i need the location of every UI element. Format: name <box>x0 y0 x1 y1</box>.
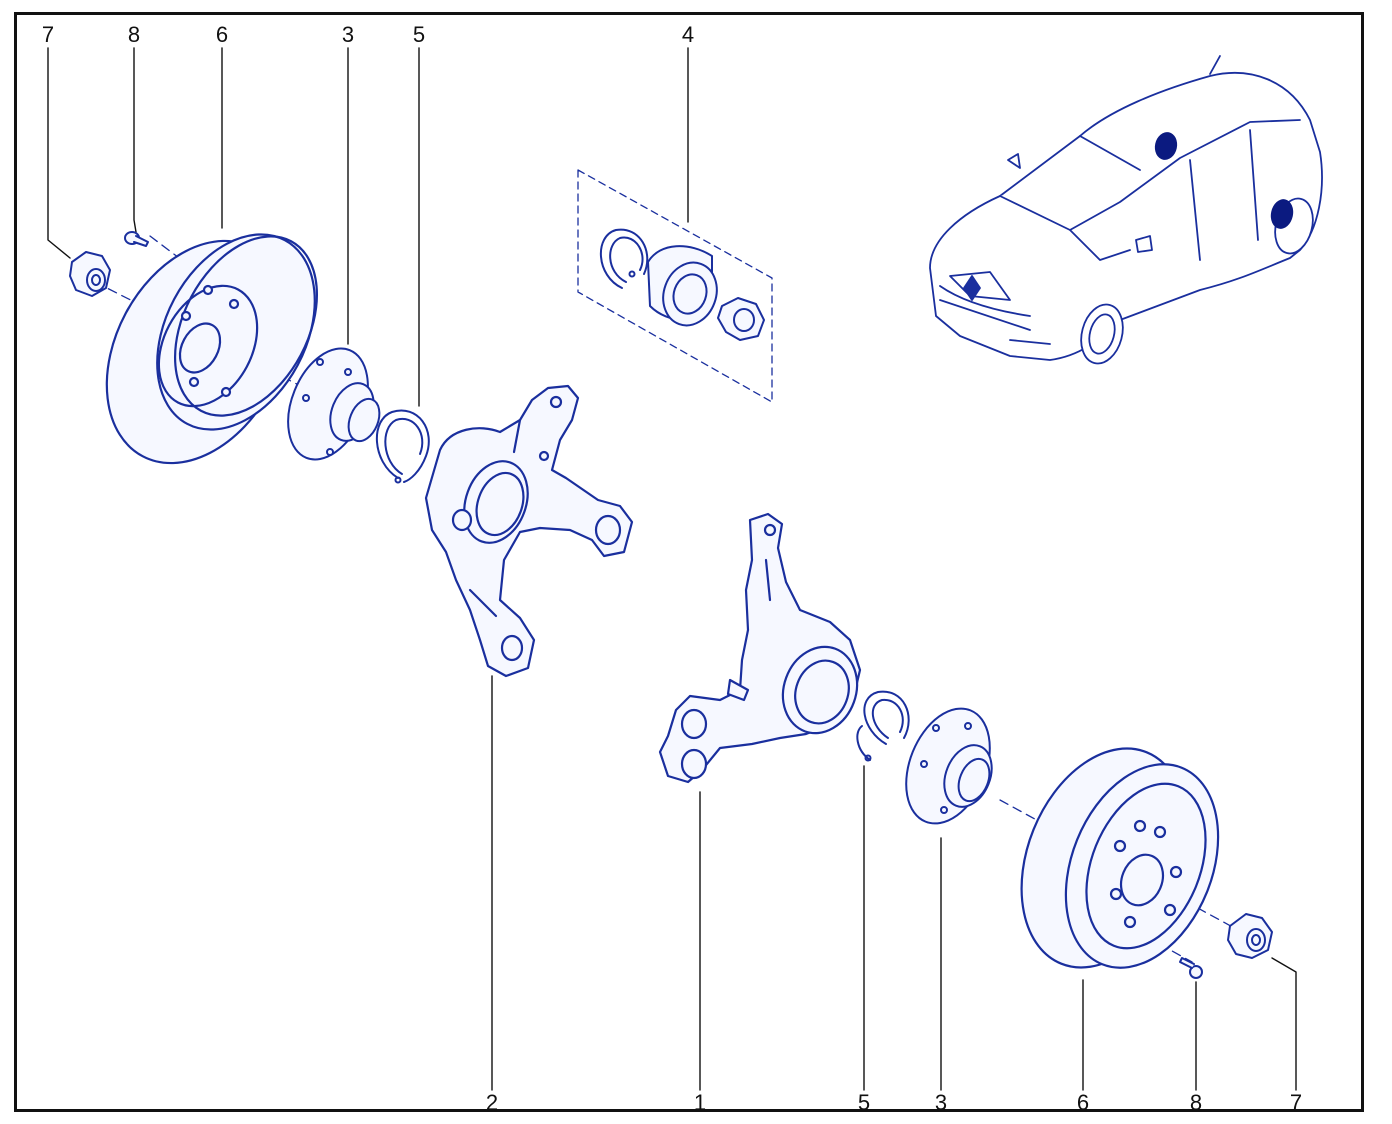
callout-top-7: 7 <box>41 22 55 47</box>
vehicle-illustration <box>929 55 1323 365</box>
callout-bottom-2: 2 <box>485 1090 499 1115</box>
callout-top-8: 8 <box>127 22 141 47</box>
callout-bottom-6: 6 <box>1076 1090 1090 1115</box>
left-knuckle <box>424 384 634 678</box>
kit-nut <box>717 297 765 341</box>
vehicle-hub-highlights <box>1154 132 1294 229</box>
callout-bottom-1: 1 <box>693 1090 707 1115</box>
right-hub <box>905 707 993 825</box>
left-screw <box>124 231 149 247</box>
diagram-frame <box>14 12 1364 1112</box>
bearing-kit-box <box>577 169 773 403</box>
leader-lines <box>47 47 1297 1091</box>
callout-bottom-8: 8 <box>1189 1090 1203 1115</box>
left-circlip <box>376 409 430 484</box>
callout-top-4: 4 <box>681 22 695 47</box>
left-nut <box>69 251 111 297</box>
callout-bottom-7: 7 <box>1289 1090 1303 1115</box>
right-drum <box>1020 747 1220 969</box>
right-nut <box>1227 913 1273 959</box>
kit-circlip <box>600 228 649 289</box>
callout-top-5: 5 <box>412 22 426 47</box>
callout-top-3: 3 <box>341 22 355 47</box>
right-circlip <box>856 690 910 762</box>
callout-top-6: 6 <box>215 22 229 47</box>
right-screw <box>1179 957 1203 979</box>
left-hub <box>287 347 381 461</box>
kit-bearing <box>647 245 718 327</box>
right-knuckle <box>658 512 862 784</box>
left-drum <box>105 233 319 465</box>
callout-bottom-3: 3 <box>934 1090 948 1115</box>
callout-bottom-5: 5 <box>857 1090 871 1115</box>
